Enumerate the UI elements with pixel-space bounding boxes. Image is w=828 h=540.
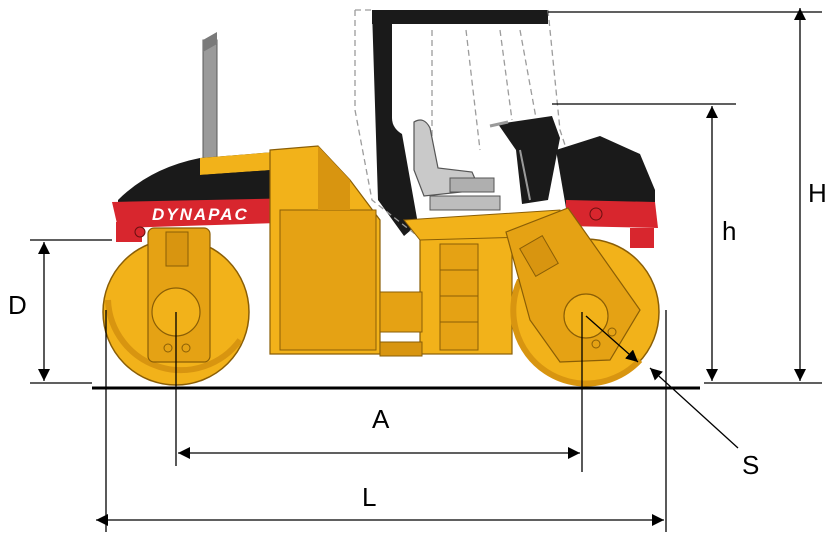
operator-seat bbox=[413, 119, 501, 211]
dimension-annotations: D A L h H bbox=[8, 7, 827, 532]
steering-console bbox=[489, 116, 560, 204]
dimension-L: L bbox=[96, 310, 667, 532]
central-frame bbox=[269, 145, 567, 357]
dimension-S: S bbox=[585, 315, 759, 480]
exhaust-stack bbox=[202, 32, 218, 159]
dimension-h: h bbox=[552, 103, 736, 381]
label-L: L bbox=[362, 482, 376, 512]
label-h: h bbox=[722, 216, 736, 246]
tandem-roller: DYNAPAC bbox=[102, 9, 660, 387]
dimension-H: H bbox=[548, 7, 827, 384]
dimension-A: A bbox=[175, 312, 583, 472]
label-A: A bbox=[372, 404, 390, 434]
label-S: S bbox=[742, 450, 759, 480]
front-hood bbox=[556, 136, 658, 228]
red-band: DYNAPAC bbox=[112, 198, 310, 228]
label-D: D bbox=[8, 290, 27, 320]
dimension-D: D bbox=[8, 239, 112, 384]
brand-logo: DYNAPAC bbox=[152, 205, 249, 224]
label-H: H bbox=[808, 178, 827, 208]
